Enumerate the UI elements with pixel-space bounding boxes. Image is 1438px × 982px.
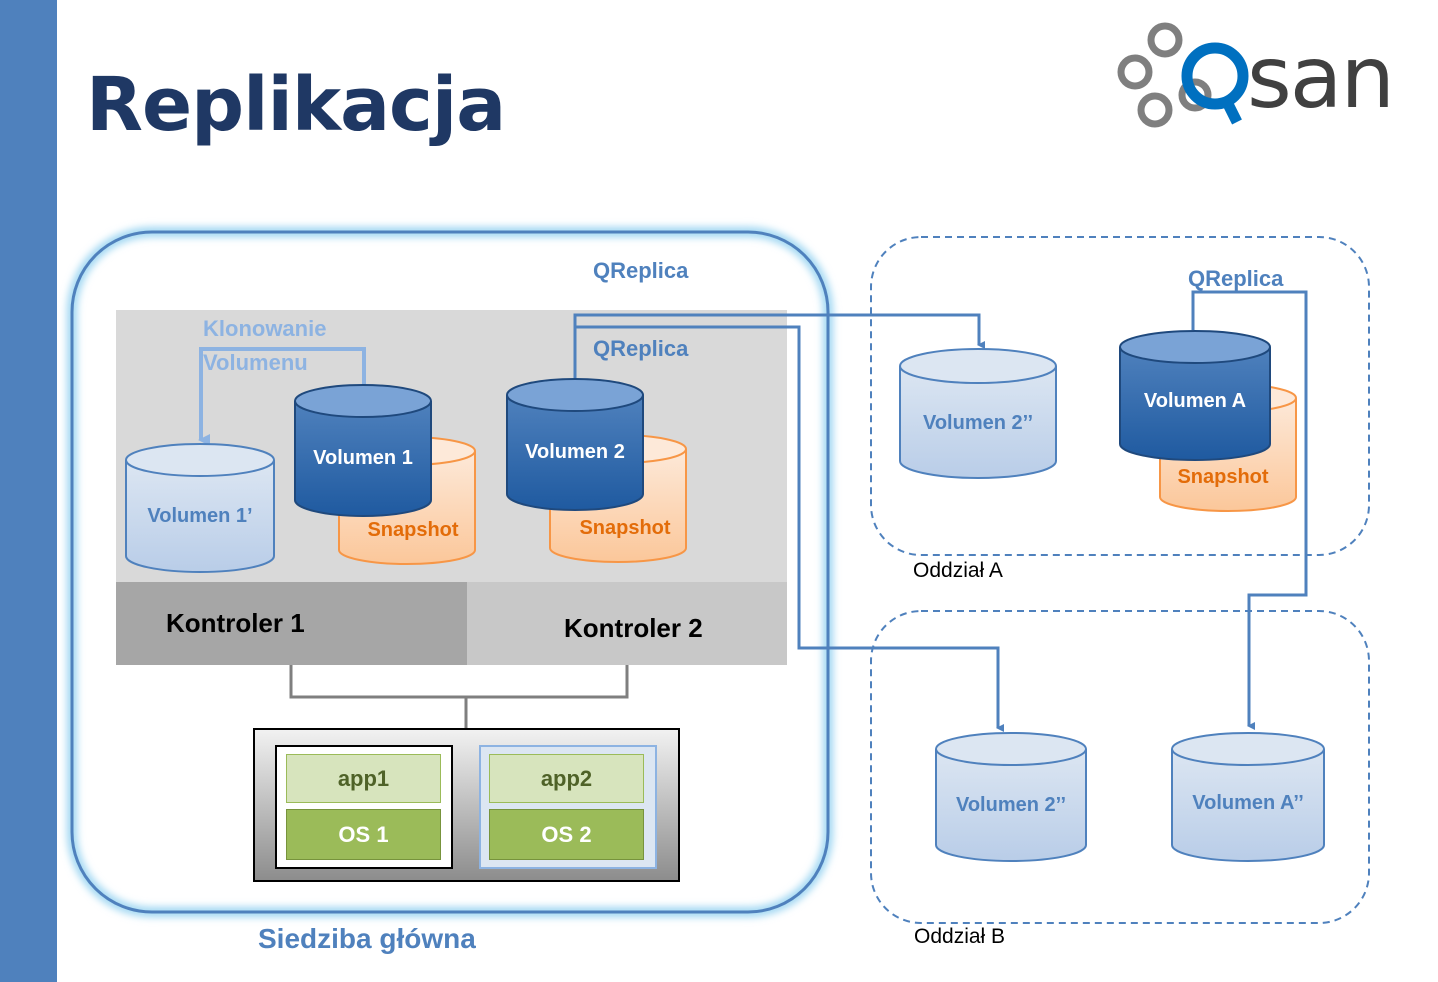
controller2-label: Kontroler 2: [564, 613, 703, 643]
sidebar-accent-bar: [0, 0, 57, 982]
branch-a-volume2-label: Volumen 2’’: [922, 412, 1034, 434]
branch-b-label: Oddział B: [914, 925, 1006, 948]
branch-a-snapshot-label: Snapshot: [1177, 466, 1269, 488]
snapshot1-label: Snapshot: [367, 519, 459, 541]
vm2-os: OS 2: [489, 809, 644, 860]
controller1-label: Kontroler 1: [166, 608, 305, 638]
branch-a-qreplica-label: QReplica: [1188, 266, 1284, 291]
logo-text: san: [1247, 28, 1395, 128]
vm1-os: OS 1: [286, 809, 441, 860]
branch-a-volumeA-label: Volumen A: [1143, 390, 1247, 412]
qsan-logo-graphic: [1117, 22, 1249, 128]
branch-b-volumeA-label: Volumen A’’: [1192, 792, 1304, 814]
branch-b-volume2-label: Volumen 2’’: [955, 794, 1067, 816]
hq-label: Siedziba główna: [258, 923, 476, 954]
vm1-app: app1: [286, 754, 441, 803]
qreplica-label-inner: QReplica: [593, 336, 689, 361]
clone-label-line2: Volumenu: [203, 350, 308, 375]
volume2-label: Volumen 2: [525, 441, 625, 463]
qsan-logo: san: [1105, 10, 1425, 140]
clone-label-line1: Klonowanie: [203, 316, 327, 341]
vm2-app: app2: [489, 754, 644, 803]
page-title: Replikacja: [86, 62, 506, 148]
volume1-clone-label: Volumen 1’: [147, 505, 253, 527]
qreplica-label-top: QReplica: [593, 258, 689, 283]
volume1-label: Volumen 1: [313, 447, 413, 469]
branch-a-label: Oddział A: [913, 559, 1003, 582]
snapshot2-label: Snapshot: [579, 517, 671, 539]
